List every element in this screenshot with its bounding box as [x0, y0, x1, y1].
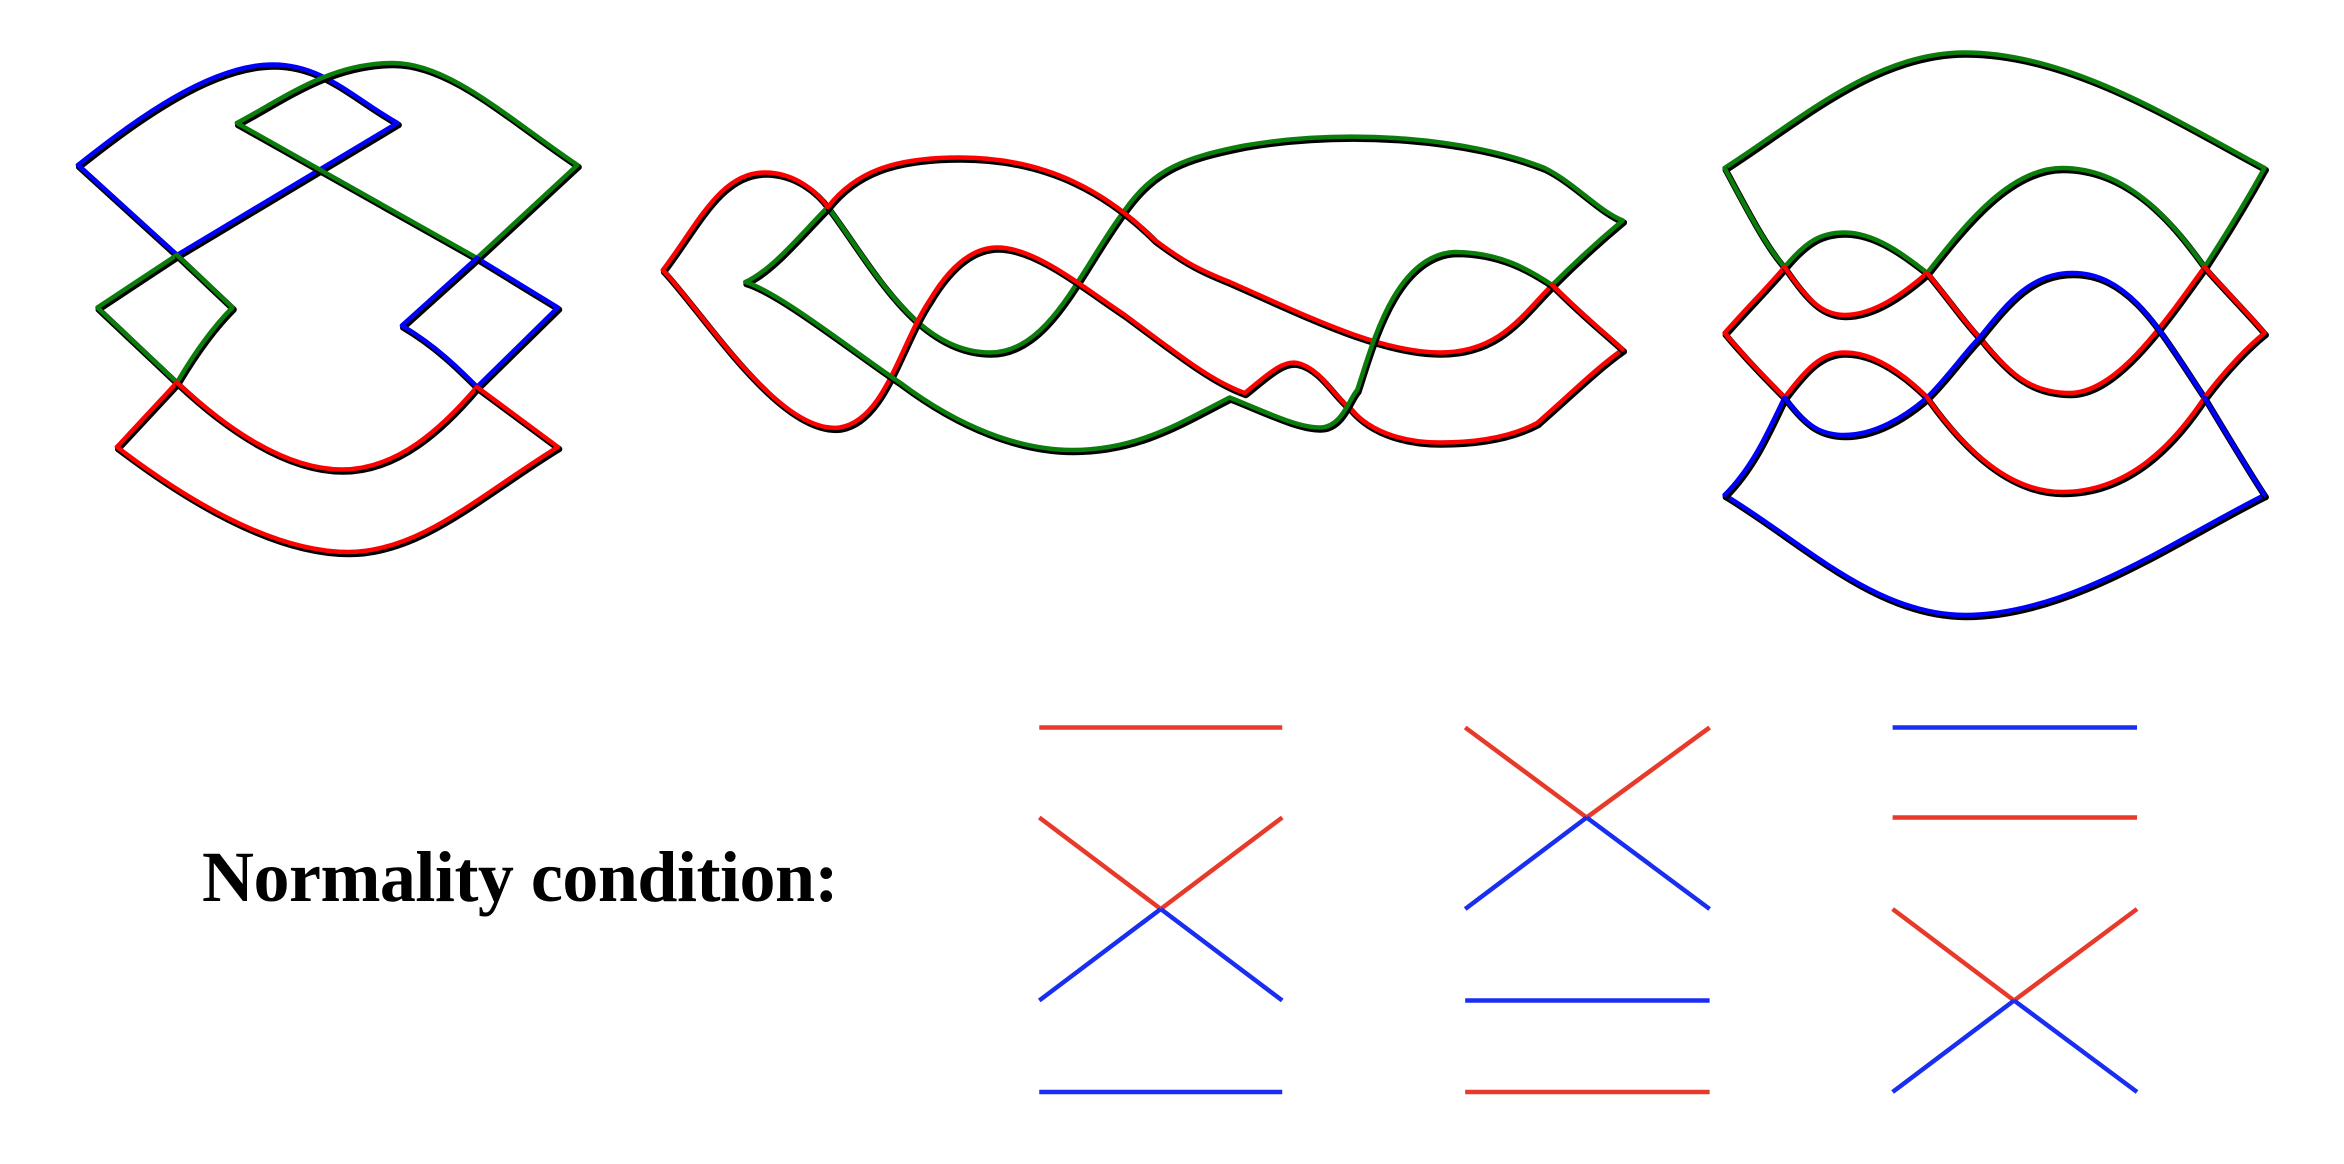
blue-curve-segment [75, 62, 400, 168]
red-curve-segment [2202, 264, 2267, 336]
normality-condition-label: Normality condition: [202, 837, 838, 917]
green-curve-segment [174, 252, 235, 385]
curve-outline [399, 256, 482, 393]
normality-case-1 [1037, 725, 1284, 1095]
front-diagram-middle [660, 134, 1628, 456]
red-curve-segment [1782, 264, 1930, 318]
red-curve-segment [1782, 350, 1930, 400]
blue-strand [2012, 998, 2139, 1094]
red-curve-segment [474, 384, 561, 450]
green-curve-segment [743, 204, 831, 285]
green-curve-segment [1924, 165, 2207, 276]
red-curve-segment [1549, 282, 1625, 352]
green-curve-segment [474, 162, 580, 261]
blue-strand [1037, 907, 1163, 1003]
red-curve-segment [825, 155, 1555, 355]
curve-outline [2202, 331, 2269, 403]
blue-curve-segment [474, 255, 561, 390]
blue-curve-segment [1924, 270, 2207, 400]
red-strand [1037, 815, 1163, 911]
green-curve-segment [1722, 165, 1787, 270]
blue-curve-segment [1782, 395, 1930, 438]
red-curve-segment [1924, 395, 2207, 495]
red-curve-segment [1722, 264, 1787, 336]
red-strand [1463, 725, 1589, 820]
blue-curve-segment [75, 162, 180, 258]
curve-outline [474, 163, 582, 264]
red-strand [2012, 907, 2139, 1003]
blue-curve-segment [1722, 492, 2267, 618]
curve-outline [1722, 265, 1789, 339]
curve-outline [474, 256, 563, 393]
curve-outline [115, 445, 563, 558]
red-strand [1159, 815, 1284, 911]
curve-outline [175, 381, 482, 475]
curve-outline [743, 205, 833, 288]
curve-outline [825, 135, 1628, 358]
curve-outline [1722, 493, 2269, 621]
curve-outline [1782, 231, 1932, 279]
red-curve-segment [114, 380, 180, 450]
green-curve-segment [825, 134, 1625, 355]
red-curve-segment [1722, 330, 1787, 400]
green-curve-segment [234, 60, 580, 168]
green-curve-segment [1549, 218, 1625, 288]
green-curve-segment [95, 252, 180, 385]
red-curve-segment [174, 380, 480, 472]
green-curve-segment [743, 249, 1555, 453]
red-strand [1891, 907, 2016, 1003]
blue-strand [1463, 815, 1589, 911]
red-curve-segment [114, 444, 561, 555]
front-diagram-right [1722, 50, 2269, 621]
front-diagram-left [75, 60, 582, 558]
blue-curve-segment [174, 120, 400, 258]
blue-strand [1159, 907, 1284, 1003]
curve-outline [115, 381, 182, 453]
red-curve-segment [2202, 330, 2267, 400]
normality-case-3 [1891, 725, 2139, 1094]
curve-outline [660, 171, 833, 276]
red-curve-segment [1924, 264, 2207, 396]
red-curve-segment [660, 245, 1625, 445]
curve-outline [1550, 219, 1628, 291]
green-curve-segment [1782, 230, 1930, 276]
blue-curve-segment [399, 255, 480, 390]
normality-case-2 [1463, 725, 1711, 1095]
green-curve-segment [2202, 165, 2267, 270]
red-curve-segment [660, 170, 831, 273]
blue-curve-segment [1722, 395, 1787, 498]
curve-outline [1782, 396, 1932, 441]
blue-strand [1585, 815, 1711, 911]
blue-curve-segment [2202, 395, 2267, 498]
curve-outline [175, 121, 402, 261]
red-strand [1585, 725, 1711, 820]
blue-strand [1891, 998, 2016, 1094]
green-curve-segment [1722, 50, 2267, 171]
green-curve-segment [234, 120, 480, 261]
